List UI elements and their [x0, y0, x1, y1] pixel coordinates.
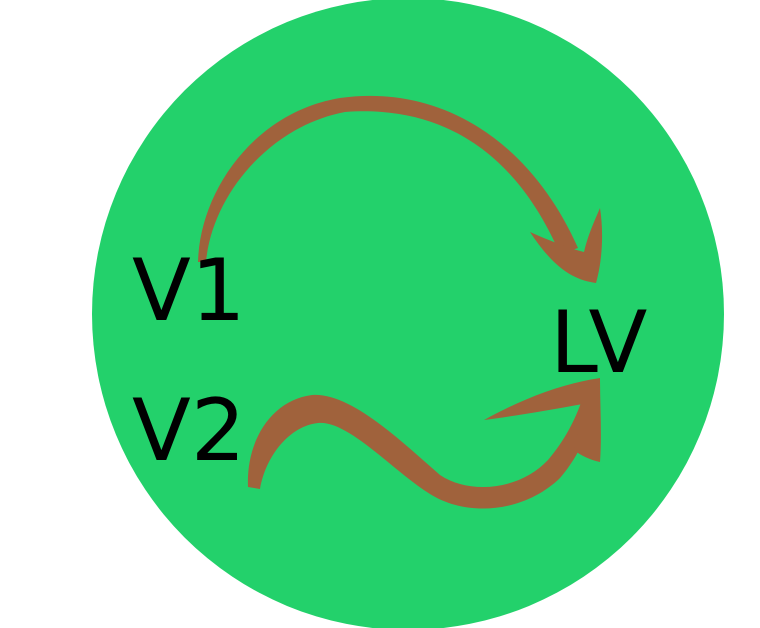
label-v1: V1	[132, 241, 246, 341]
arrow-v2-to-lv	[247, 378, 601, 509]
arrow-arc-head	[530, 208, 603, 283]
arrow-wave-head	[484, 378, 601, 462]
arrow-wave-shaft	[247, 394, 597, 509]
label-lv: LV	[550, 293, 647, 393]
arrow-arc-shaft	[198, 95, 578, 262]
label-v2: V2	[132, 381, 246, 481]
arrow-v1-to-lv	[198, 95, 603, 283]
